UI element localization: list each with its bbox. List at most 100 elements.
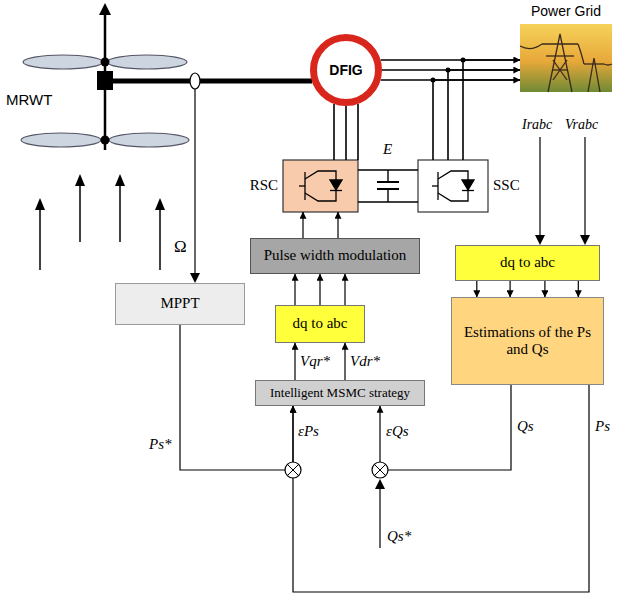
estimator-box: Estimations of the Ps and Qs (451, 297, 604, 385)
connector-line (344, 274, 345, 305)
signal-label: Irabc (522, 117, 552, 132)
junction-dot (446, 68, 451, 73)
node-text: Power Grid (527, 3, 605, 19)
connector-line (294, 274, 295, 305)
signal-label: Vqr* (299, 353, 331, 370)
speed-sensor (190, 73, 200, 89)
connector (358, 170, 418, 202)
signal-label: εQs (386, 423, 409, 440)
pylon-symbol (520, 34, 612, 92)
signal-wire (584, 137, 585, 236)
rotor-blade (109, 133, 189, 147)
speed-signal-wire (194, 89, 195, 274)
node-text: Estimations of the Ps and Qs (452, 324, 603, 359)
grid-node: Power Grid (520, 3, 612, 92)
connector-line (337, 212, 338, 238)
signal-wire (539, 137, 540, 236)
arrow-head (155, 198, 165, 210)
connector (293, 385, 589, 592)
wind-arrow (159, 208, 161, 270)
rotor-blade (23, 55, 103, 69)
wind-arrow (119, 184, 121, 242)
connector-line (344, 343, 345, 380)
rotor-blade (21, 133, 101, 147)
node-text: SSC (493, 177, 520, 194)
converter-box (283, 160, 358, 212)
nacelle (97, 71, 113, 90)
connector (431, 58, 521, 161)
connector-line (293, 385, 589, 592)
junction-dot (431, 78, 436, 83)
node-text: MPPT (156, 295, 203, 312)
arrow-head (115, 174, 125, 186)
rotor-blade (107, 55, 187, 69)
summing-junction (285, 462, 301, 478)
connector-line (345, 106, 347, 160)
arrow-head (580, 235, 590, 245)
arrow-head (535, 235, 545, 245)
arrow-head (190, 273, 200, 283)
connector-line (448, 70, 520, 160)
connector-line (476, 281, 477, 297)
connector-line (433, 80, 520, 160)
connector-line (357, 104, 359, 160)
connector (345, 343, 346, 380)
node-text: RSC (250, 177, 278, 194)
connector-line (510, 281, 511, 297)
arrow-head (35, 198, 45, 210)
converter-node: RSC (283, 160, 358, 212)
connector (303, 212, 338, 238)
node-text: Intelligent MSMC strategy (266, 386, 414, 401)
signal-label: Ω (174, 238, 187, 257)
process-box: MPPT (115, 283, 245, 325)
node-text: dq to abc (496, 254, 559, 271)
summing-junction (372, 462, 388, 478)
signal-label: Vrabc (565, 117, 598, 132)
generator-circle: DFIG (310, 34, 382, 106)
connector (334, 104, 358, 160)
grid-picture (520, 24, 612, 92)
igbt-symbol (299, 171, 342, 201)
connector (295, 274, 345, 305)
part-name: MRWT (6, 92, 52, 109)
signal-label: Ps (594, 418, 611, 435)
capacitor-symbol (377, 170, 399, 202)
signal-label: E (383, 141, 392, 158)
process-box: Pulse width modulation (250, 238, 420, 274)
connector-line (294, 343, 295, 380)
wind-arrow (79, 184, 81, 242)
signal-label: Qs (516, 418, 535, 435)
signal-label: Ps* (148, 436, 173, 453)
signal-label: Qs* (387, 528, 411, 545)
connector (295, 343, 296, 380)
igbt-symbol (432, 171, 474, 201)
connector-line (544, 281, 545, 297)
node-text: Pulse width modulation (260, 247, 411, 264)
drive-shaft (113, 79, 312, 84)
connector-line (463, 60, 520, 160)
rotor-hub (101, 58, 110, 67)
rotor-hub (101, 136, 110, 145)
signal-label: εPs (298, 423, 319, 440)
signal-wire (379, 488, 380, 548)
connector-line (302, 212, 303, 238)
transform-box: dq to abc (455, 245, 600, 281)
connector-line (319, 274, 320, 305)
controller-box: Intelligent MSMC strategy (255, 380, 425, 406)
connector-line (358, 169, 418, 171)
arrow-head (375, 479, 385, 489)
arrow-head (75, 174, 85, 186)
converter-node: SSC (418, 160, 488, 212)
node-text: dq to abc (289, 315, 352, 332)
junction-dot (461, 58, 466, 63)
converter-box (418, 160, 488, 212)
connector-line (578, 281, 579, 297)
node-text: DFIG (325, 62, 366, 78)
connector (477, 281, 579, 297)
connector-line (358, 201, 418, 203)
transform-box: dq to abc (275, 305, 365, 343)
connector-line (333, 104, 335, 160)
arrow-head (99, 3, 111, 15)
signal-label: Vdr* (349, 353, 381, 370)
